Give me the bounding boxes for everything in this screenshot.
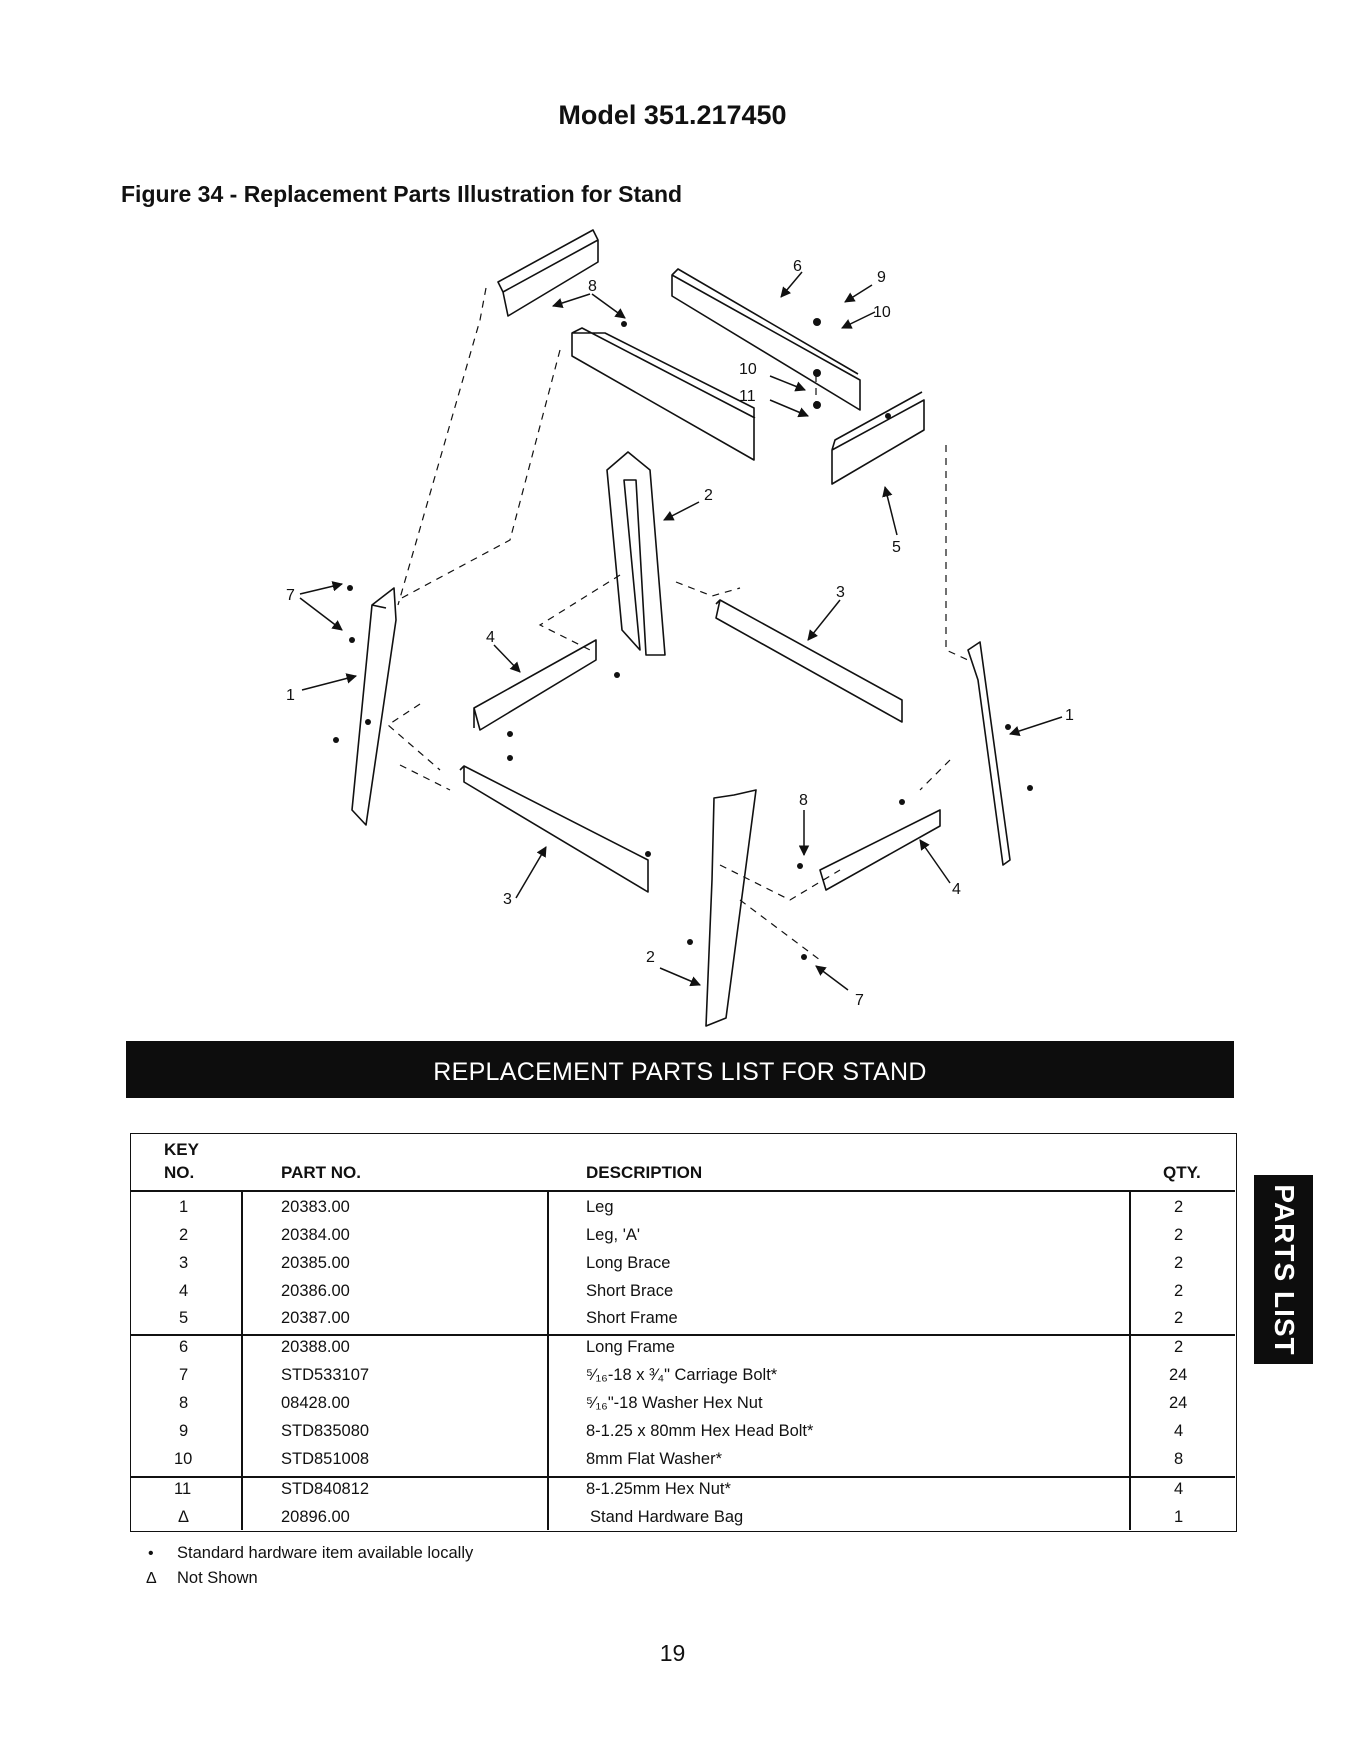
header-part-no: PART NO. [281,1163,361,1182]
column-divider-2 [547,1190,549,1530]
group-divider-2 [131,1476,1235,1478]
callout-3-right: 3 [836,584,845,601]
callout-8-bottom: 8 [799,792,808,809]
column-divider-3 [1129,1190,1131,1530]
leg-front-center [705,789,757,1027]
leg-back-center [606,451,666,656]
leg-right-front [967,641,1011,866]
header-key-line1: KEY [164,1140,199,1159]
column-divider-1 [241,1190,243,1530]
long-frame-right [671,268,861,411]
parts-list-side-tab: PARTS LIST [1254,1175,1313,1364]
callout-10-mid: 10 [739,361,757,378]
short-frame-right [831,391,925,485]
group-divider-1 [131,1334,1235,1336]
callout-9: 9 [877,269,886,286]
header-qty: QTY. [1163,1163,1201,1182]
callout-2-top: 2 [704,487,713,504]
short-brace-front-right [819,809,941,891]
callout-11: 11 [739,388,756,405]
page-number: 19 [659,1640,686,1666]
model-title: Model 351.217450 [558,100,787,130]
figure-title: Figure 34 - Replacement Parts Illustrati… [121,181,683,207]
leg-left-front [351,587,397,826]
callout-7-left: 7 [286,587,295,604]
short-brace-left [473,639,597,731]
side-tab-label: PARTS LIST [1268,1183,1300,1356]
callout-1-right: 1 [1065,707,1074,724]
short-frame-top-left [497,229,599,317]
callout-4-left: 4 [486,629,495,646]
callout-4-right: 4 [952,881,961,898]
stand-parts-illustration: 8 6 9 10 10 11 2 5 7 3 4 1 1 8 3 4 2 7 [286,229,1074,1027]
header-key-line2: NO. [164,1163,195,1182]
header-divider [131,1190,1235,1192]
callout-8-top: 8 [588,278,597,295]
long-brace-front-left [459,765,649,893]
callout-3-bottom: 3 [503,891,512,908]
callout-7-bottom: 7 [855,992,864,1009]
callout-5: 5 [892,539,901,556]
long-brace-right [715,599,903,723]
callout-6: 6 [793,258,802,275]
callout-10-top: 10 [873,304,891,321]
long-frame-left [571,327,756,461]
callout-2-bottom: 2 [646,949,655,966]
parts-table: KEY NO. PART NO. DESCRIPTION QTY. 1 2038… [130,1133,1237,1532]
parts-list-banner: REPLACEMENT PARTS LIST FOR STAND [126,1041,1234,1098]
callout-1-left: 1 [286,687,295,704]
header-description: DESCRIPTION [586,1163,703,1182]
